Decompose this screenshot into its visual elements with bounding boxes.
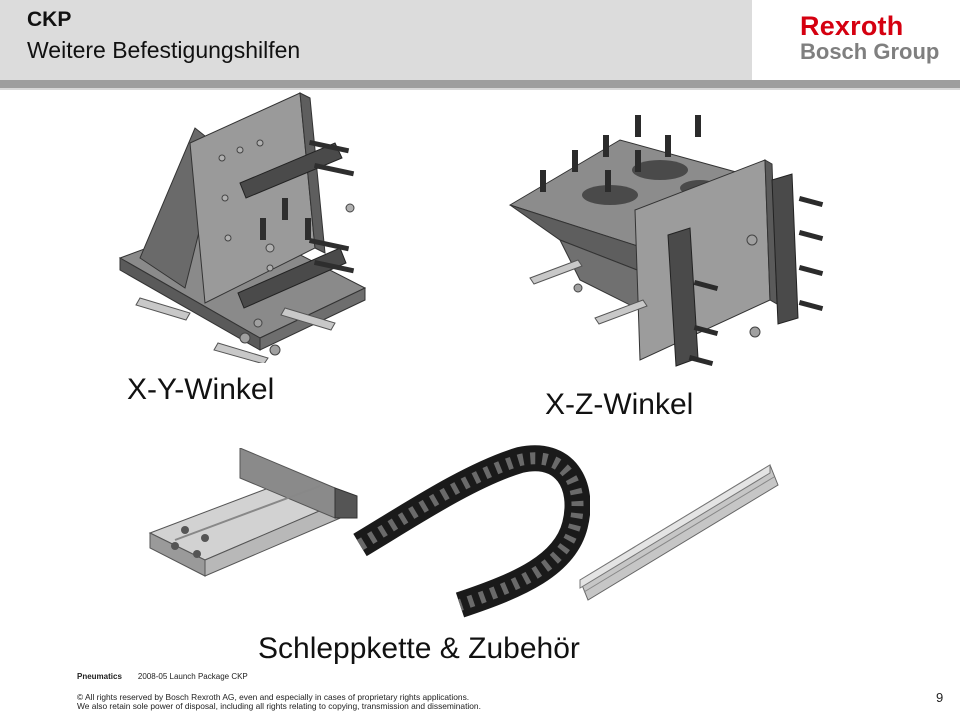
chain-accessories-label: Schleppkette & Zubehör [258,632,580,665]
header-rule [0,80,960,88]
xy-bracket-label: X-Y-Winkel [127,373,275,406]
xz-bracket-label: X-Z-Winkel [545,388,694,421]
rexroth-logo: Rexroth Bosch Group [800,12,939,64]
copyright-line-2: We also retain sole power of disposal, i… [77,701,481,711]
copyright-line-1: © All rights reserved by Bosch Rexroth A… [77,692,470,702]
footer-section: Pneumatics [77,672,122,681]
page-number: 9 [936,690,944,705]
xy-bracket-image [118,92,367,363]
linear-slide-image [148,448,358,577]
header-rule-light [0,88,960,90]
profile-rail-image [579,464,779,601]
slide-subtitle: Weitere Befestigungshilfen [27,37,301,63]
logo-group: Bosch Group [800,39,940,64]
footer-copyright: © All rights reserved by Bosch Rexroth A… [77,693,481,711]
footer-meta: Pneumatics 2008-05 Launch Package CKP [77,672,248,681]
logo-brand: Rexroth [800,11,904,41]
header-bar: CKP Weitere Befestigungshilfen [0,0,752,80]
xz-bracket-image [508,115,824,367]
footer-package: 2008-05 Launch Package CKP [137,672,248,681]
slide-title: CKP [27,8,72,31]
cable-chain-image [353,445,590,618]
